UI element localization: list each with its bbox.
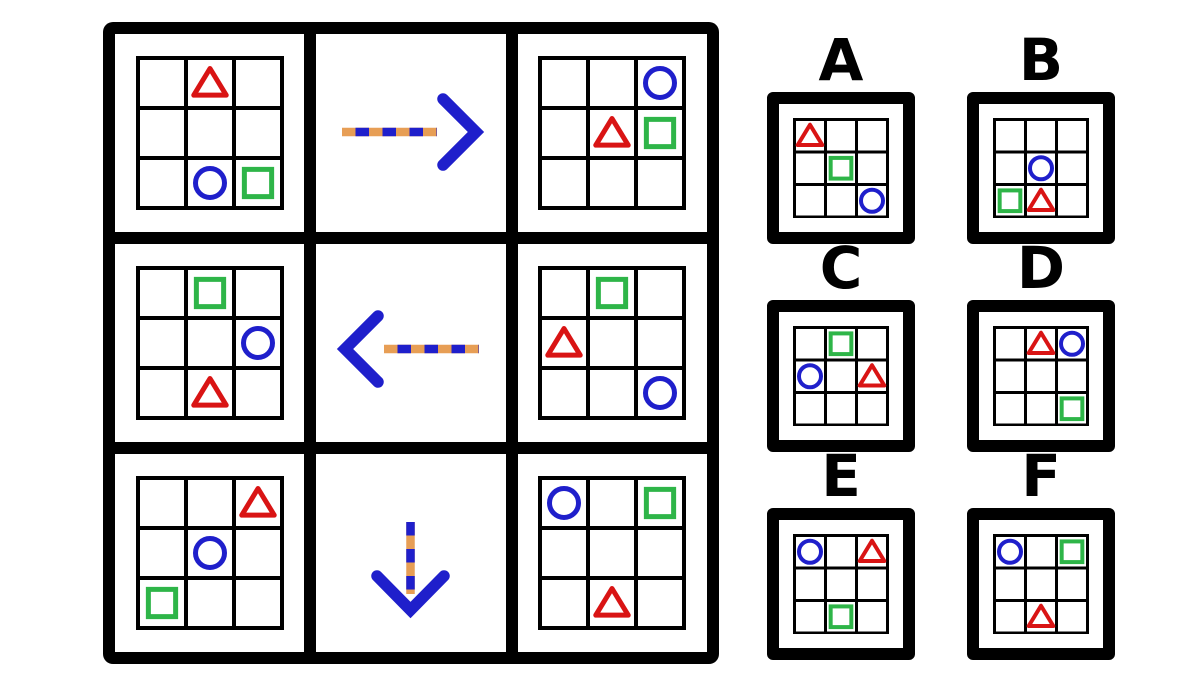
matrix-cell-r1c2 — [316, 34, 506, 232]
mini-grid-svg — [135, 266, 284, 420]
option-c-label: C — [819, 234, 863, 302]
option-b[interactable]: B — [967, 26, 1115, 244]
arrow-down-icon — [371, 522, 451, 619]
mini-grid-svg — [538, 476, 687, 630]
mini-grid-svg — [135, 56, 284, 210]
option-d-label: D — [1016, 234, 1066, 302]
option-b-label: B — [1018, 26, 1064, 94]
option-mini-grid-svg — [993, 533, 1089, 635]
matrix-cell-r2c2 — [316, 244, 506, 442]
option-mini-grid-svg — [993, 325, 1089, 427]
option-mini-grid-svg — [993, 117, 1089, 219]
option-b-box[interactable] — [967, 92, 1115, 244]
option-a[interactable]: A — [767, 26, 915, 244]
option-e-box[interactable] — [767, 508, 915, 660]
option-mini-grid-svg — [793, 117, 889, 219]
option-a-label: A — [818, 26, 864, 94]
arrow-left-icon — [337, 310, 480, 388]
matrix-cell-r3c3 — [517, 454, 707, 652]
option-f-label: F — [1021, 442, 1061, 510]
mini-grid-svg — [538, 56, 687, 210]
option-f-box[interactable] — [967, 508, 1115, 660]
mini-grid-svg — [538, 266, 687, 420]
puzzle-matrix — [103, 22, 719, 664]
option-d[interactable]: D — [967, 234, 1115, 452]
option-a-box[interactable] — [767, 92, 915, 244]
mini-grid-svg — [135, 476, 284, 630]
option-c-box[interactable] — [767, 300, 915, 452]
option-e-label: E — [821, 442, 861, 510]
matrix-cell-r2c3 — [517, 244, 707, 442]
option-f[interactable]: F — [967, 442, 1115, 660]
arrow-right-icon — [342, 93, 485, 171]
option-e[interactable]: E — [767, 442, 915, 660]
option-c[interactable]: C — [767, 234, 915, 452]
matrix-cell-r3c1 — [115, 454, 305, 652]
matrix-cell-r3c2 — [316, 454, 506, 652]
option-d-box[interactable] — [967, 300, 1115, 452]
matrix-cell-r2c1 — [115, 244, 305, 442]
matrix-cell-r1c1 — [115, 34, 305, 232]
matrix-cell-r1c3 — [517, 34, 707, 232]
option-mini-grid-svg — [793, 325, 889, 427]
option-mini-grid-svg — [793, 533, 889, 635]
